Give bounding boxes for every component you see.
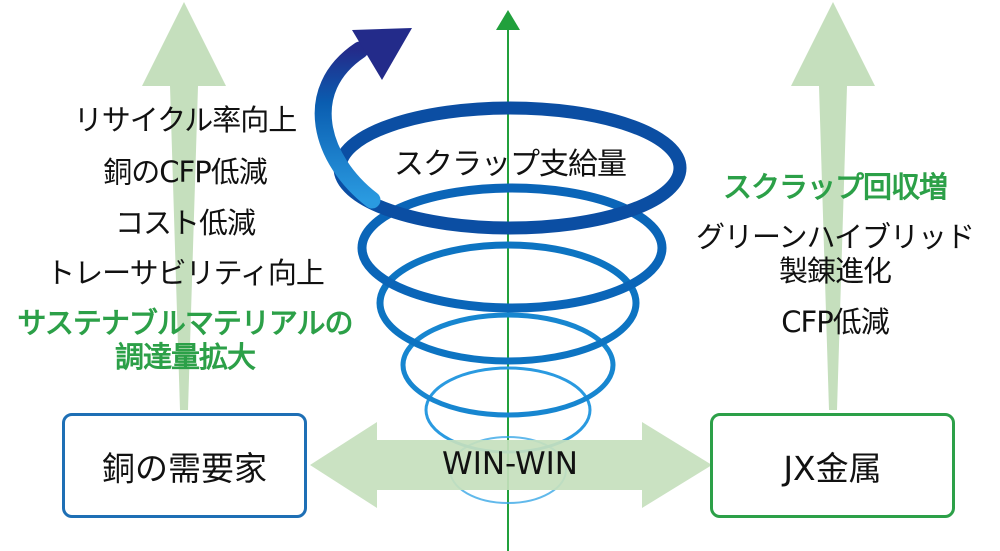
right-benefit-item: CFP低減 bbox=[781, 305, 889, 339]
jx-metals-box: JX金属 bbox=[710, 413, 955, 518]
right-benefit-item: 製錬進化 bbox=[778, 254, 892, 288]
spiral-ring-3 bbox=[376, 241, 640, 365]
left-benefit-item: リサイクル率向上 bbox=[73, 103, 298, 137]
spiral-ring-4 bbox=[400, 312, 616, 418]
copper-customer-box: 銅の需要家 bbox=[62, 413, 307, 518]
jx-metals-label: JX金属 bbox=[783, 448, 882, 488]
left-benefit-item: 銅のCFP低減 bbox=[103, 155, 267, 189]
right-benefit-item: グリーンハイブリッド bbox=[696, 220, 975, 254]
left-highlight-line-1: サステナブルマテリアルの bbox=[17, 306, 353, 340]
right-highlight: スクラップ回収増 bbox=[722, 170, 948, 204]
win-win-label: WIN-WIN bbox=[442, 446, 578, 482]
spiral-label: スクラップ支給量 bbox=[394, 147, 627, 182]
spiral-arrowhead bbox=[352, 28, 412, 80]
left-highlight-line-2: 調達量拡大 bbox=[114, 340, 256, 374]
spiral-tail bbox=[314, 41, 381, 209]
left-benefit-item: コスト低減 bbox=[114, 206, 256, 240]
spiral-ring-2 bbox=[357, 183, 667, 313]
copper-customer-label: 銅の需要家 bbox=[102, 448, 267, 488]
left-benefit-item: トレーサビリティ向上 bbox=[46, 256, 325, 290]
left-up-arrow bbox=[142, 2, 226, 410]
win-win-arrow bbox=[310, 422, 712, 508]
right-up-arrow bbox=[791, 2, 875, 410]
